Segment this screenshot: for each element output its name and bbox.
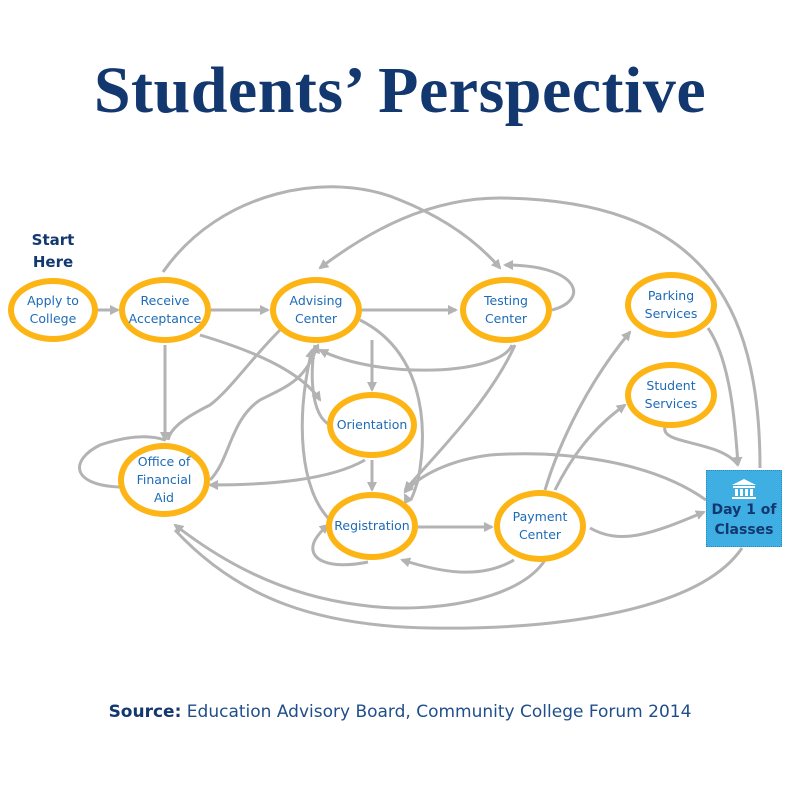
edge-payment-registration	[400, 557, 515, 574]
edge-orientation-advising	[310, 344, 331, 427]
node-student-services: Student Services	[625, 362, 717, 428]
node-label: Student Services	[644, 378, 698, 411]
node-label: Office of Financial Aid	[136, 454, 192, 505]
node-label: Registration	[334, 518, 410, 533]
edge-payment-finaid	[173, 523, 547, 610]
node-payment-center: Payment Center	[494, 490, 586, 562]
edge-parking-day1	[706, 327, 743, 467]
edge-day1-advising	[318, 196, 762, 469]
edge-advising-registration	[359, 318, 424, 505]
node-label: Payment Center	[512, 509, 568, 542]
edge-receive-testing	[161, 185, 502, 273]
edge-receive-orientation	[199, 333, 322, 402]
node-testing-center: Testing Center	[460, 277, 552, 343]
edge-payment-day1	[589, 510, 706, 539]
page-title: Students’ Perspective	[93, 54, 707, 127]
edge-testing-advising	[318, 344, 514, 372]
edge-day1-finaid	[173, 528, 744, 630]
edge-payment-studentservices	[553, 403, 627, 491]
edge-orientation-finaid	[208, 458, 366, 490]
institution-building-icon	[732, 478, 756, 499]
edge-finaid-advising	[208, 343, 320, 482]
node-parking-services: Parking Services	[625, 272, 717, 338]
node-label: Orientation	[336, 417, 408, 432]
node-advising-center: Advising Center	[270, 277, 362, 343]
node-apply-to-college: Apply to College	[8, 278, 98, 342]
edge-registration-loop	[311, 523, 369, 567]
edge-finaid-loop	[78, 435, 166, 489]
node-orientation: Orientation	[327, 392, 417, 458]
node-office-of-financial-aid: Office of Financial Aid	[118, 443, 210, 517]
node-label: Testing Center	[484, 293, 528, 326]
node-label: Parking Services	[644, 288, 698, 321]
start-here-text: Start Here	[31, 231, 75, 271]
source-label: Source:	[108, 702, 182, 722]
edge-testing-loop	[503, 260, 576, 312]
start-here-label: Start Here	[22, 229, 84, 273]
node-day-1-of-classes: Day 1 of Classes	[706, 470, 782, 547]
source-text: Education Advisory Board, Community Coll…	[181, 702, 692, 722]
node-receive-acceptance: Receive Acceptance	[119, 277, 211, 343]
node-registration: Registration	[326, 492, 418, 560]
source-citation: Source: Education Advisory Board, Commun…	[0, 702, 800, 722]
edge-day1-registration	[403, 452, 707, 502]
day1-label: Day 1 of Classes	[711, 501, 777, 538]
edge-studentservices-day1	[663, 426, 740, 466]
node-label: Receive Acceptance	[128, 293, 202, 326]
node-label: Apply to College	[27, 293, 79, 326]
edge-payment-parking	[543, 330, 632, 491]
edge-testing-registration	[403, 344, 517, 492]
node-label: Advising Center	[289, 293, 343, 326]
edge-registration-advising	[300, 348, 332, 522]
edge-advising-finaid	[166, 328, 282, 441]
